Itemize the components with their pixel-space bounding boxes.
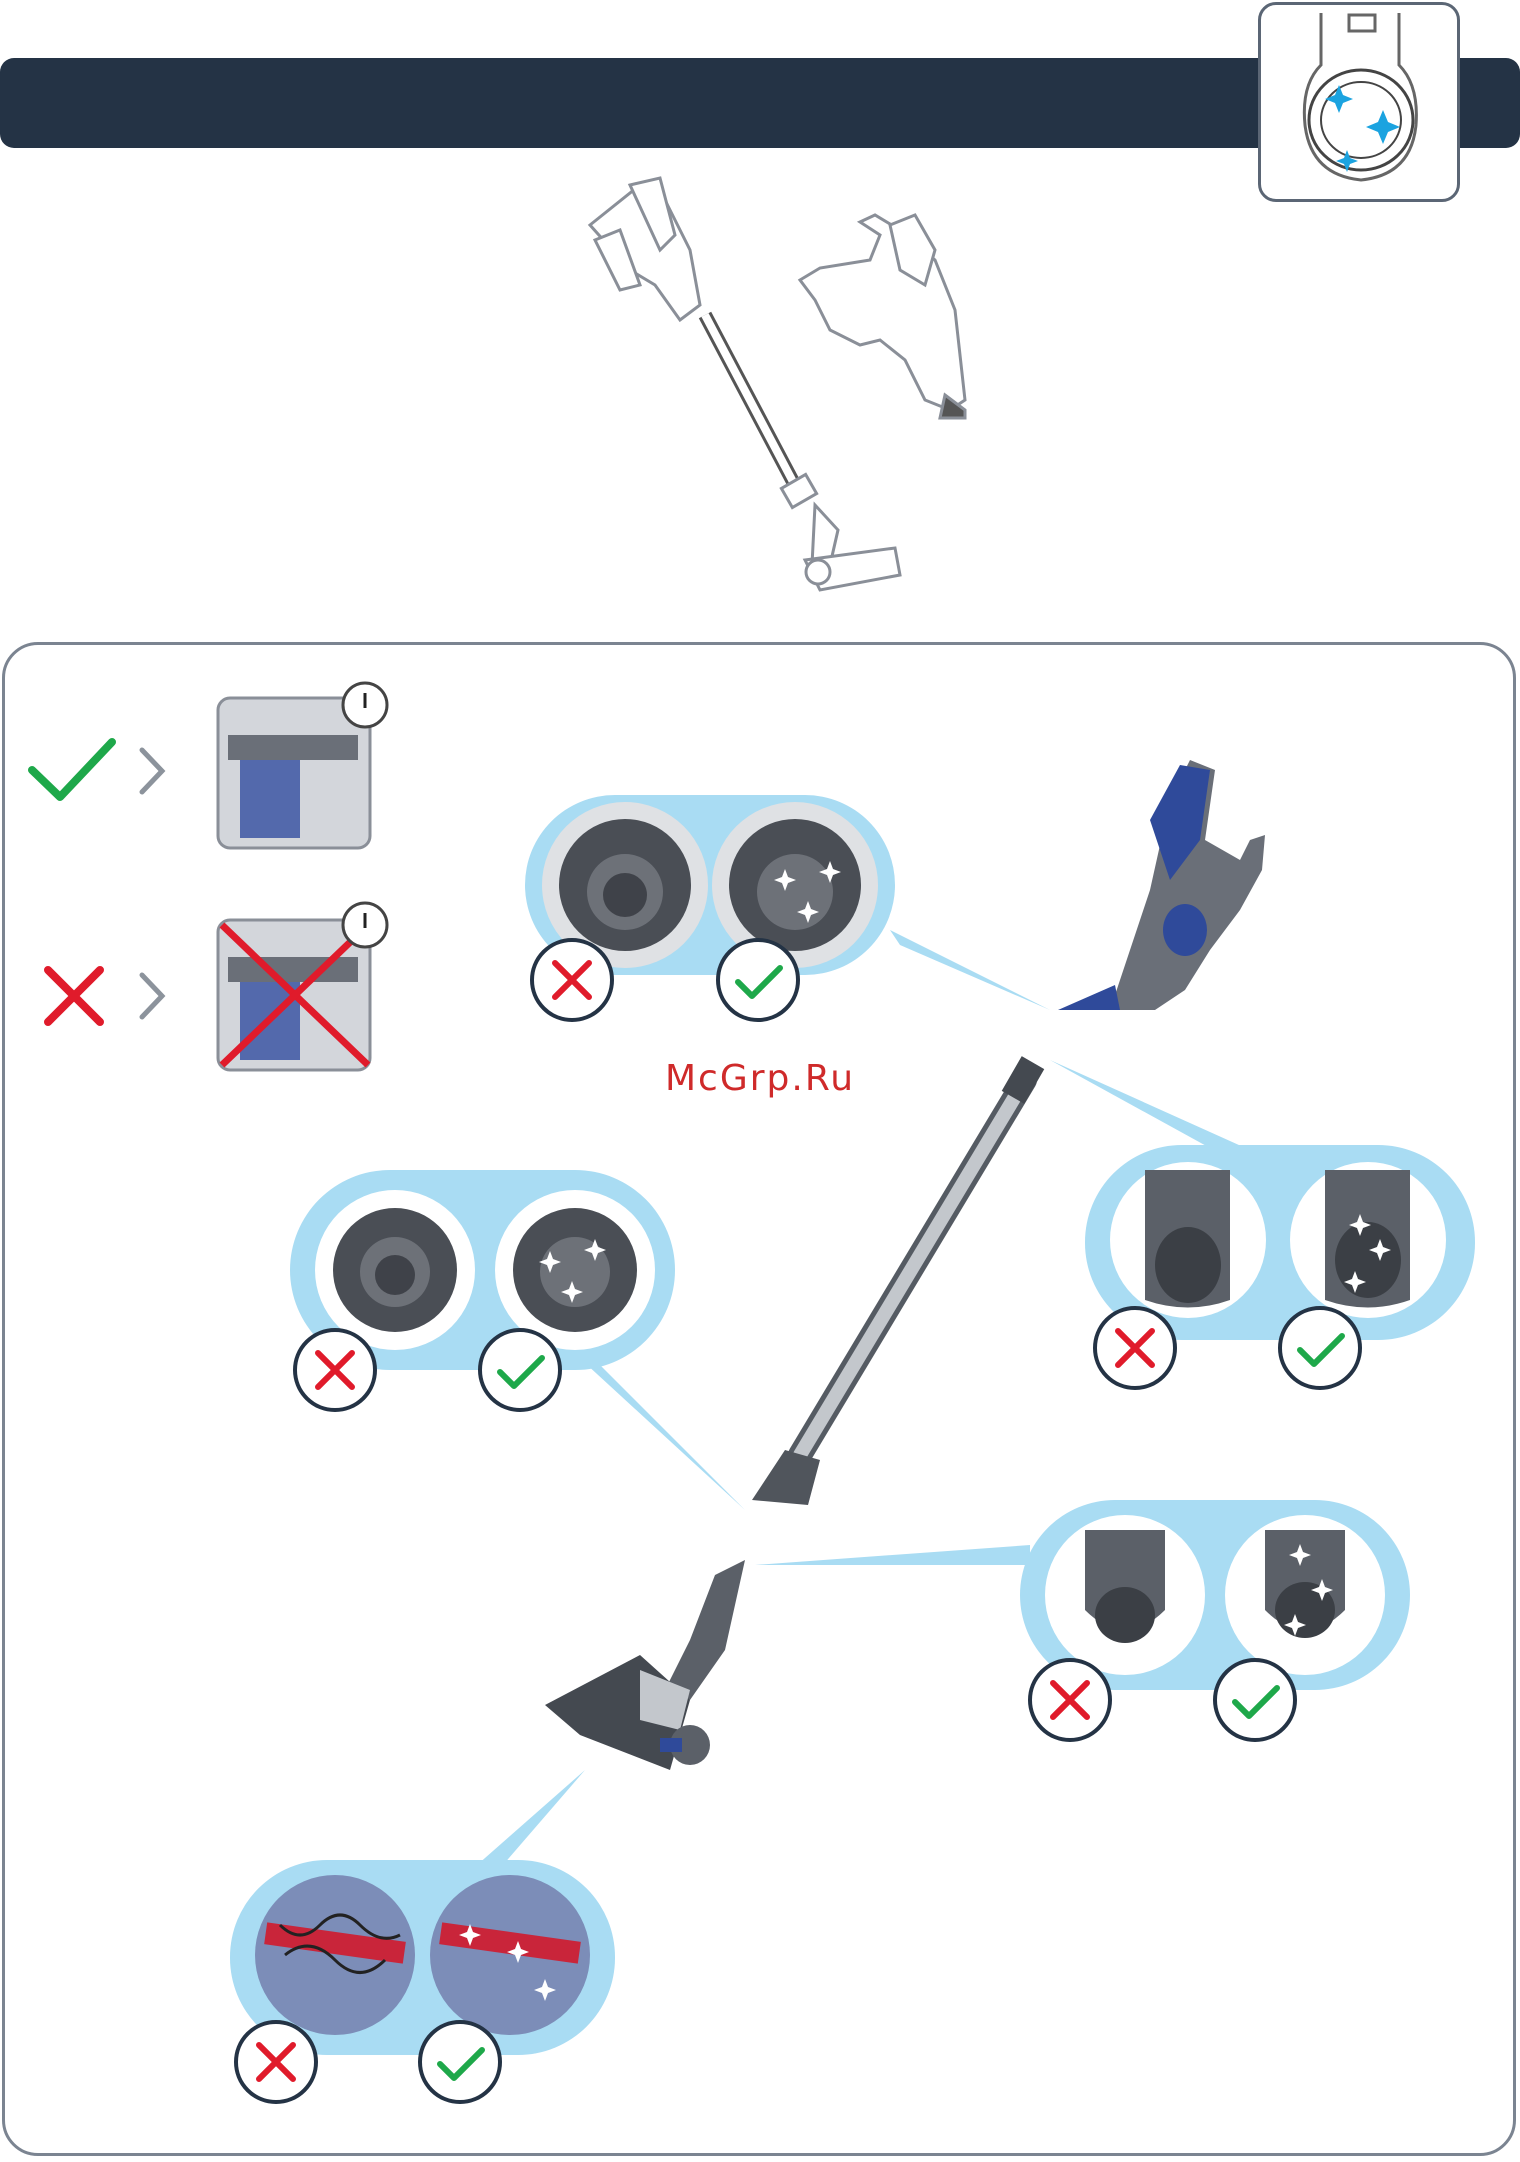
bubble-tube-top <box>1050 1060 1475 1340</box>
check-icon <box>32 742 112 797</box>
extension-tube <box>752 1056 1044 1505</box>
handheld-device <box>1058 760 1265 1010</box>
check-badge <box>1280 1308 1360 1388</box>
check-badge <box>1215 1660 1295 1740</box>
legend-cross <box>48 903 387 1070</box>
floor-head <box>545 1560 745 1770</box>
legend-check <box>32 683 387 848</box>
check-badge <box>718 940 798 1020</box>
watermark-text: McGrp.Ru <box>665 1058 905 1108</box>
chevron-right-icon <box>142 750 162 792</box>
check-badge <box>420 2022 500 2102</box>
chevron-right-icon <box>142 975 162 1017</box>
check-badge <box>480 1330 560 1410</box>
bubble-brush-roll <box>230 1770 615 2055</box>
